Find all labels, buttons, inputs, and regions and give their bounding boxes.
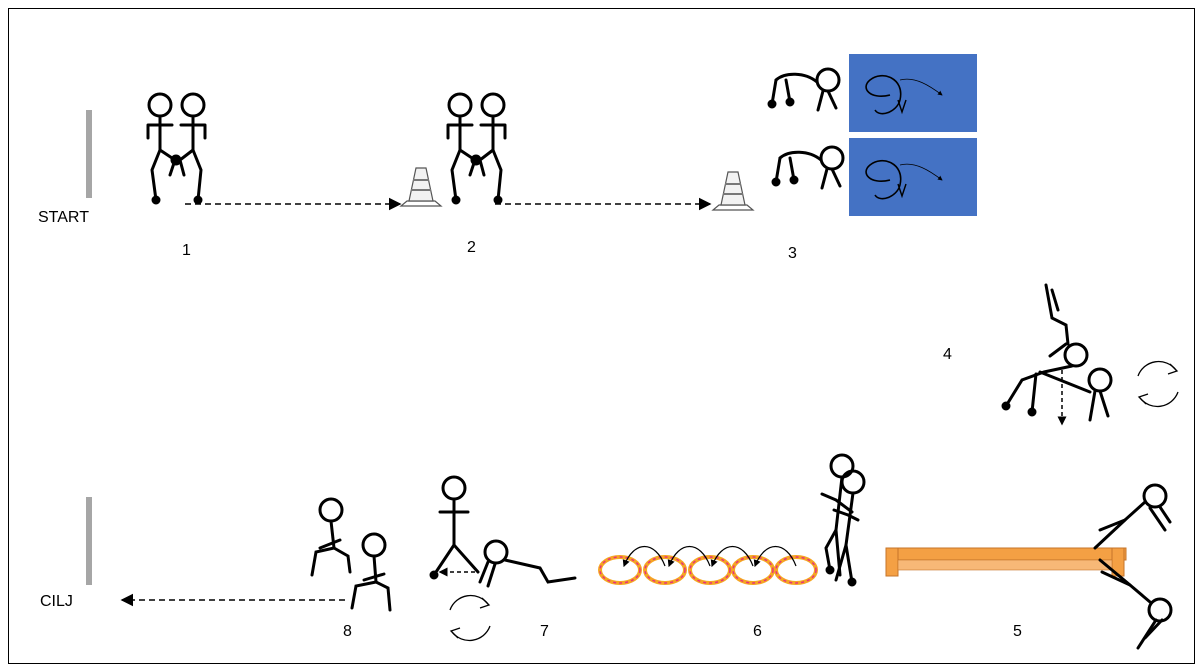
station-4-leapfrog-figures [1001,283,1113,422]
station-1-pair-figure [146,92,207,205]
station-number-3: 3 [788,245,797,262]
cone-icon [399,167,443,207]
forward-roll-arrow [865,75,943,115]
forward-roll-arrow [865,160,943,200]
start-line-bar [86,110,92,198]
station-6-standing-figures [820,453,866,587]
station-7-figures [429,475,577,588]
station-5-bench-crawl-figures [1093,483,1173,650]
cone-icon [711,171,755,211]
station-number-5: 5 [1013,623,1022,640]
hop-arrows [622,546,797,568]
repeat-cycle-icon [449,594,491,642]
gym-mat [849,54,977,132]
station-number-1: 1 [182,242,191,259]
finish-line-bar [86,497,92,585]
repeat-cycle-icon [1137,360,1179,408]
station-number-2: 2 [467,239,476,256]
finish-label: CILJ [40,593,73,610]
station-2-pair-figure [446,92,507,205]
diagram-frame [8,8,1195,664]
station-number-7: 7 [540,623,549,640]
start-label: START [38,209,89,226]
gym-mat [849,138,977,216]
station-3-crouching-figure [767,67,841,112]
hoop-row [598,555,818,585]
station-number-4: 4 [943,346,952,363]
station-3-crouching-figure [771,145,845,190]
station-number-8: 8 [343,623,352,640]
station-number-6: 6 [753,623,762,640]
gym-bench [885,547,1127,577]
station-8-crouch-figures [310,497,392,612]
